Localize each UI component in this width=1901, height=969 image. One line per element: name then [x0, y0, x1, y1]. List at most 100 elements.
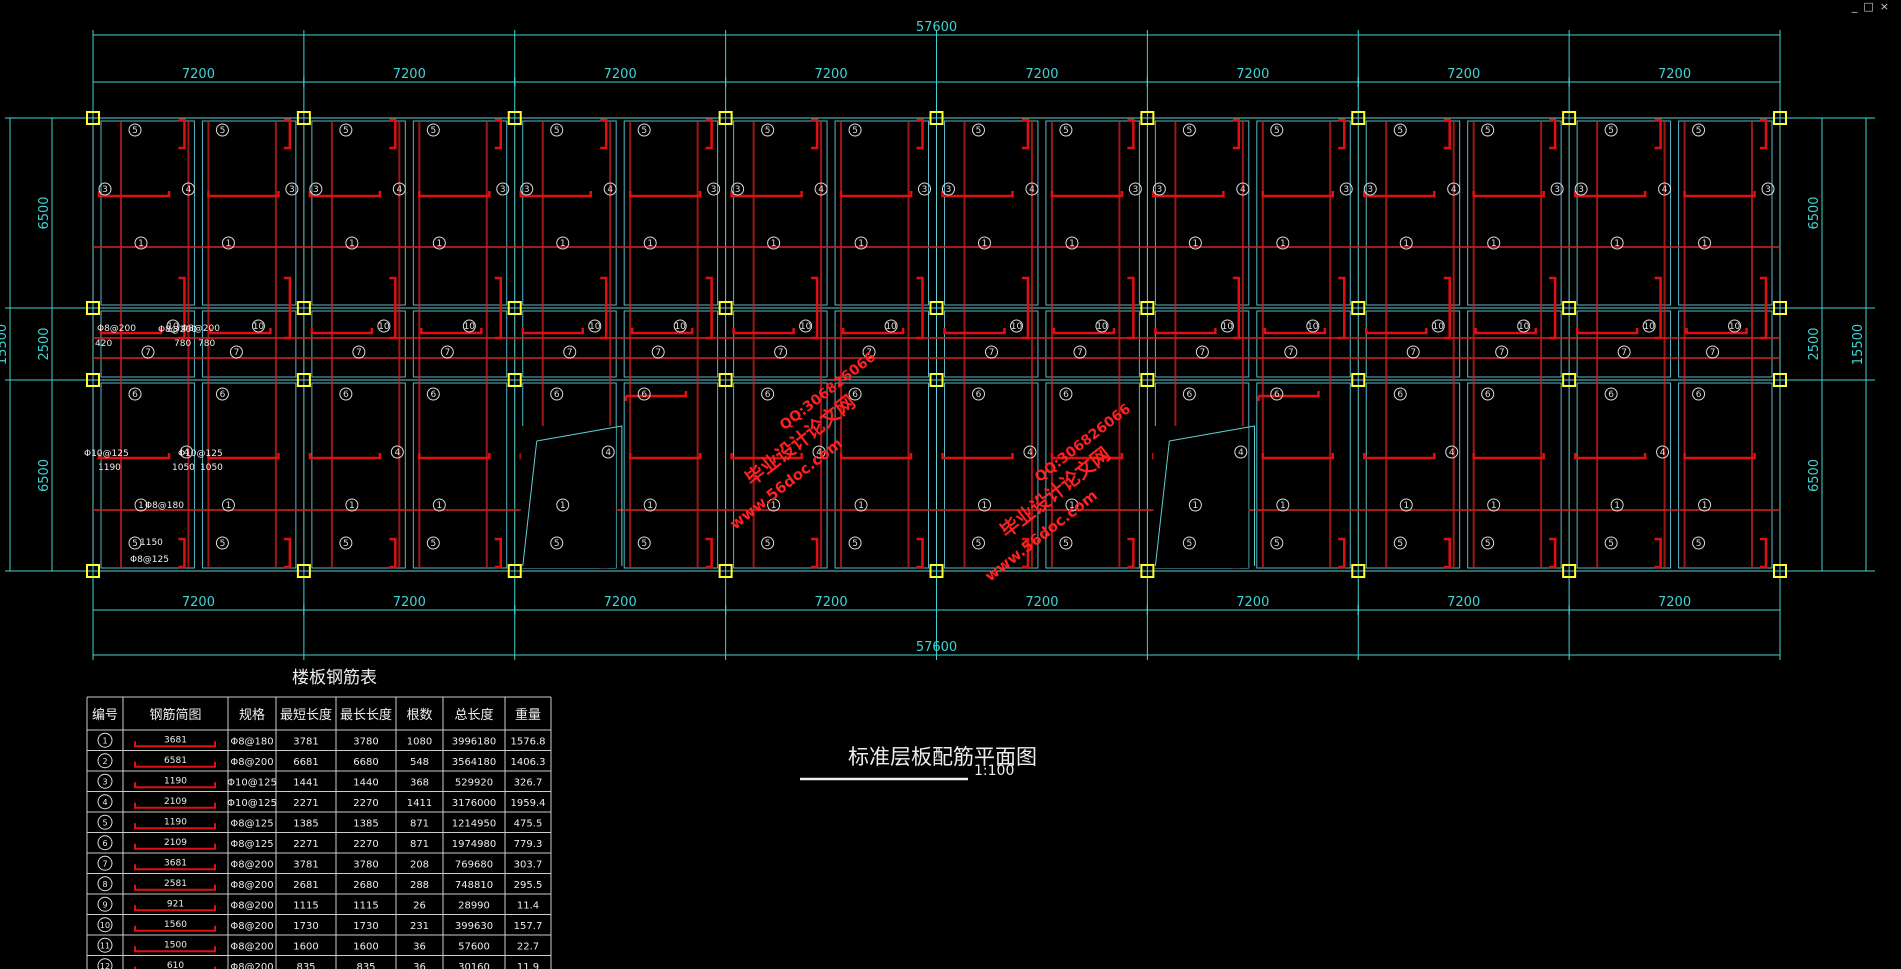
rebar-support-top: [1683, 191, 1756, 198]
rebar-tag: 5: [1481, 536, 1495, 550]
rebar-tag-number: 1: [982, 501, 988, 511]
column: [1140, 373, 1155, 387]
rebar-tag-number: 6: [976, 390, 982, 400]
rebar-tag: 6: [1182, 387, 1196, 401]
rebar-negative-top: [1127, 118, 1135, 150]
rebar-tag-number: 5: [641, 539, 647, 549]
rebar-tag-number: 5: [343, 539, 349, 549]
rebar-tag-number: 5: [1608, 126, 1614, 136]
rebar-negative-mid: [1021, 276, 1030, 340]
rebar-support-top: [519, 191, 592, 198]
table-cell-count: 871: [410, 839, 429, 850]
table-cell-weight: 157.7: [514, 921, 543, 932]
table-cell-total: 769680: [455, 859, 493, 870]
callout-label: Φ8@180: [145, 501, 184, 511]
table-cell-spec: Φ8@180: [230, 736, 273, 747]
rebar-tag-number: 10: [885, 322, 897, 332]
rebar-tag-circle: [1604, 123, 1618, 137]
rebar-tag-circle: [731, 182, 745, 196]
room-outline: [1467, 382, 1562, 569]
rebar-support-top: [1261, 453, 1335, 460]
rebar-tag: 1: [643, 236, 657, 250]
rebar-corridor: [99, 328, 163, 335]
window-controls[interactable]: _□×: [1852, 0, 1895, 13]
table-row-number-circle: [97, 732, 113, 748]
room-outline: [1365, 310, 1461, 378]
minimize-icon[interactable]: _: [1851, 0, 1864, 13]
callout-label: 420: [95, 339, 112, 349]
rebar-support-top: [839, 453, 913, 460]
rebar-tag-circle: [985, 345, 998, 359]
rebar-tag-number: 6: [852, 390, 858, 400]
rebar-shape-sketch: [134, 761, 216, 768]
room-outline: [944, 382, 1039, 569]
rebar-tag-number: 5: [1063, 126, 1069, 136]
rebar-tag-number: 10: [589, 322, 601, 332]
rebar-tag-circle: [1658, 182, 1672, 196]
rebar-tag-circle: [854, 236, 868, 250]
callout-label: Φ10@125: [84, 449, 129, 459]
rebar-tag-circle: [251, 319, 265, 333]
rebar-tag-circle: [1550, 182, 1564, 196]
table-row-number-circle: [97, 958, 113, 969]
rebar-shape-length: 1500: [164, 940, 187, 950]
dim-span-right-label: 6500: [1807, 459, 1822, 492]
rebar-tag-number: 3: [1157, 185, 1163, 195]
stair-rebar: [624, 391, 688, 401]
table-cell-total: 748810: [455, 880, 493, 891]
rebar-negative-bottom: [1021, 537, 1030, 569]
rebar-shape-sketch: [134, 946, 216, 953]
table-cell-max: 2270: [353, 839, 378, 850]
rebar-tag: 5: [761, 536, 775, 550]
rebar-negative-top: [1549, 118, 1557, 150]
rebar-tag-number: 7: [1499, 348, 1505, 358]
rebar-tag: 10: [462, 319, 476, 333]
column: [1140, 564, 1155, 578]
table-cell-max: 1730: [353, 921, 378, 932]
rebar-corridor: [310, 328, 374, 335]
rebar-tag: 4: [1023, 445, 1037, 459]
rebar-tag-number: 1: [1280, 239, 1286, 249]
table-header-cell: 最短长度: [280, 707, 332, 723]
rebar-tag-circle: [556, 236, 570, 250]
rebar-tag-number: 7: [1200, 348, 1206, 358]
rebar-tag: 7: [1073, 345, 1087, 359]
rebar-tag: 1: [1487, 498, 1501, 512]
rebar-tag-circle: [1023, 445, 1037, 459]
rebar-tag-number: 6: [220, 390, 226, 400]
rebar-tag: 6: [339, 387, 353, 401]
column: [86, 373, 100, 387]
rebar-tag-number: 6: [343, 390, 349, 400]
room-outline: [1365, 120, 1461, 306]
rebar-tag-number: 4: [186, 185, 192, 195]
rebar-tag-number: 6: [1274, 390, 1280, 400]
rebar-tag-number: 5: [1187, 126, 1193, 136]
rebar-tag-circle: [1073, 345, 1087, 359]
room-outline: [944, 120, 1039, 306]
stair-rebar: [1257, 391, 1320, 401]
close-icon[interactable]: ×: [1879, 0, 1895, 13]
table-cell-total: 3564180: [452, 757, 497, 768]
table-cell-total: 399630: [455, 921, 493, 932]
rebar-tag-circle: [761, 123, 775, 137]
rebar-tag-number: 7: [444, 348, 450, 358]
table-cell-total: 3996180: [452, 736, 497, 747]
rebar-tag: 5: [1604, 123, 1618, 137]
rebar-tag: 1: [1188, 498, 1202, 512]
rebar-negative-bottom: [811, 537, 819, 569]
column: [1351, 373, 1366, 387]
rebar-tag-circle: [774, 345, 788, 359]
rebar-tag-number: 6: [1696, 390, 1702, 400]
dim-bay-top-label: 7200: [1658, 67, 1691, 82]
table-row-number: 9: [102, 900, 107, 909]
column: [296, 301, 311, 315]
rebar-support-top: [730, 453, 803, 460]
rebar-tag-circle: [643, 498, 657, 512]
table-cell-min: 2271: [293, 839, 318, 850]
rebar-tag: 5: [128, 536, 142, 550]
dim-bay-bottom-label: 7200: [1447, 595, 1480, 610]
restore-icon[interactable]: □: [1863, 0, 1880, 13]
rebar-tag: 7: [651, 345, 665, 359]
